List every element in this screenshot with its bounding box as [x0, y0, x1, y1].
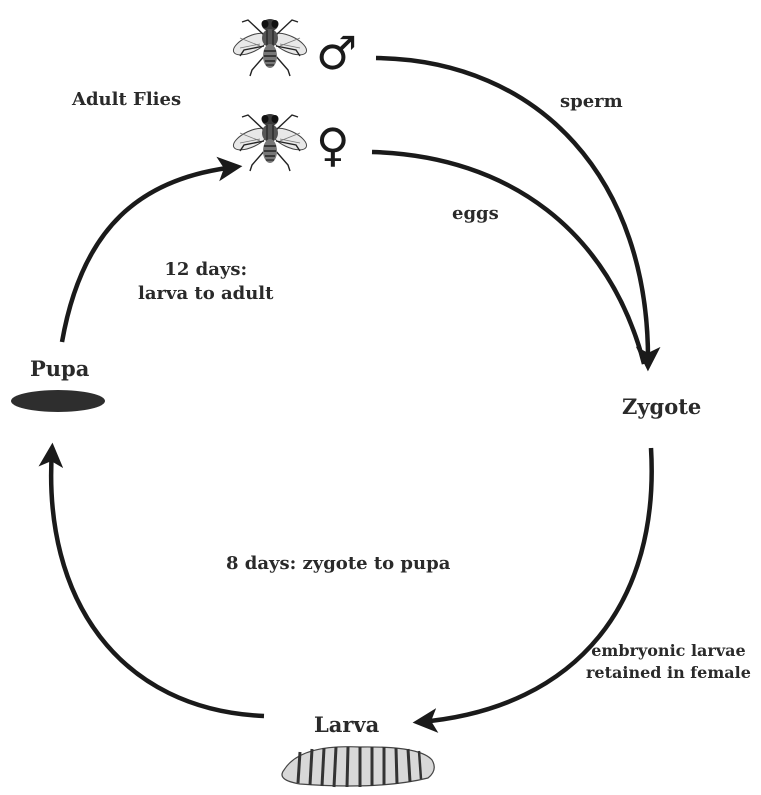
male-symbol: ♂ [316, 30, 357, 76]
zygote-label: Zygote [622, 394, 701, 419]
larva-to-adult-line2: larva to adult [138, 282, 273, 306]
adult-flies-label: Adult Flies [72, 88, 181, 112]
pupa-label: Pupa [30, 356, 89, 381]
sperm-label: sperm [560, 90, 623, 114]
zygote-to-pupa-caption: 8 days: zygote to pupa [226, 552, 450, 576]
larva-to-adult-caption: 12 days: larva to adult [138, 258, 273, 306]
larva-to-pupa-arrow [51, 450, 264, 716]
female-symbol: ♀ [316, 122, 350, 168]
female-fly-icon [230, 114, 309, 171]
larva-to-adult-line1: 12 days: [138, 258, 273, 282]
retained-in-female-caption: embryonic larvae retained in female [586, 640, 751, 684]
pupa-icon [11, 390, 105, 412]
retained-line2: retained in female [586, 662, 751, 684]
eggs-label: eggs [452, 202, 499, 226]
larva-label: Larva [314, 712, 379, 737]
larva-icon [282, 747, 434, 787]
retained-line1: embryonic larvae [586, 640, 751, 662]
male-fly-icon [230, 19, 309, 76]
pupa-to-adult-arrow [62, 167, 235, 342]
